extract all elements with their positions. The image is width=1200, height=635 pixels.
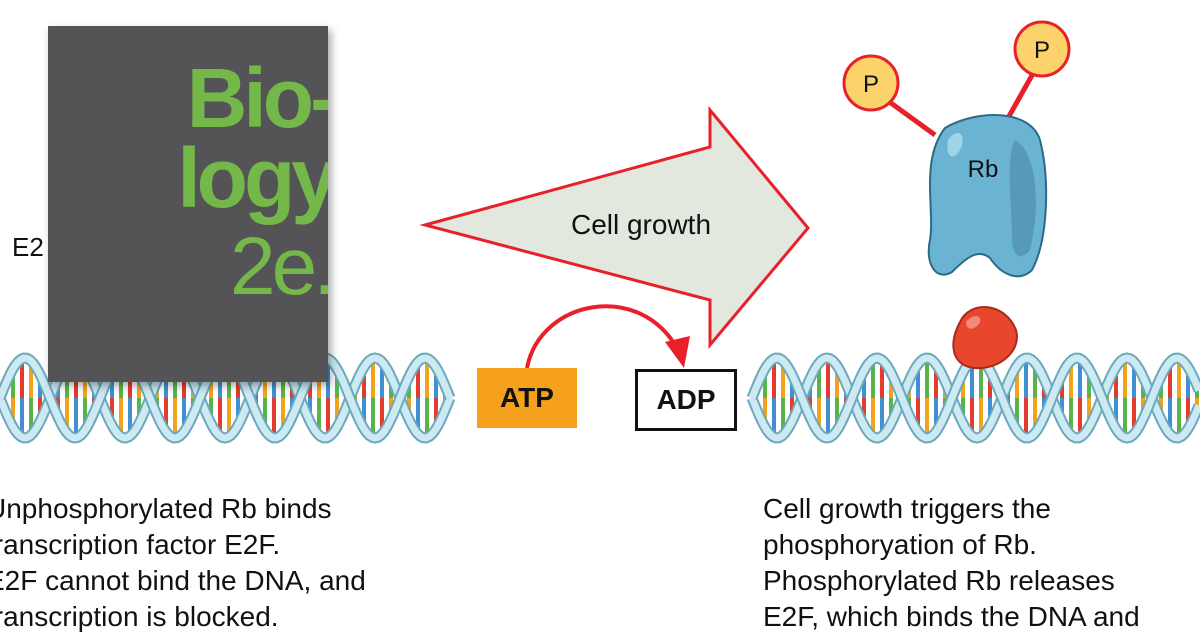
atp-box: ATP: [477, 368, 577, 428]
phosphate-link-2: [1005, 68, 1038, 120]
cell-growth-arrow: [419, 105, 810, 350]
caption-right: Cell growth triggers the phosphoryation …: [763, 493, 1140, 632]
rb-shadow: [1009, 140, 1036, 257]
cover-title-line2: logy: [177, 131, 328, 225]
adp-label: ADP: [656, 384, 716, 415]
dna-helix-right: [746, 352, 1200, 444]
caption-left: Unphosphorylated Rb binds transcription …: [0, 493, 366, 632]
rb-label: Rb: [968, 156, 999, 183]
phosphate-label-1: P: [863, 71, 879, 98]
phosphate-label-2: P: [1034, 37, 1050, 64]
e2f-highlight: [966, 316, 981, 329]
cell-growth-label: Cell growth: [571, 209, 711, 240]
phosphate-circle-2: [1013, 20, 1071, 78]
cover-edition: 2e.: [230, 221, 328, 312]
cover-title-line1: Bio-: [186, 51, 328, 145]
rb-highlight: [947, 133, 963, 157]
book-cover: Bio- logy 2e.: [48, 26, 328, 382]
atp-label: ATP: [500, 382, 554, 413]
phosphate-circle-1: [842, 54, 900, 112]
dna-backbone: [748, 354, 1200, 442]
e2f-label-left: E2: [12, 232, 44, 262]
atp-adp-arrow: [525, 304, 680, 369]
atp-adp-arrowhead: [665, 336, 690, 368]
e2f-protein: [952, 306, 1018, 370]
adp-box: ADP: [635, 369, 737, 431]
